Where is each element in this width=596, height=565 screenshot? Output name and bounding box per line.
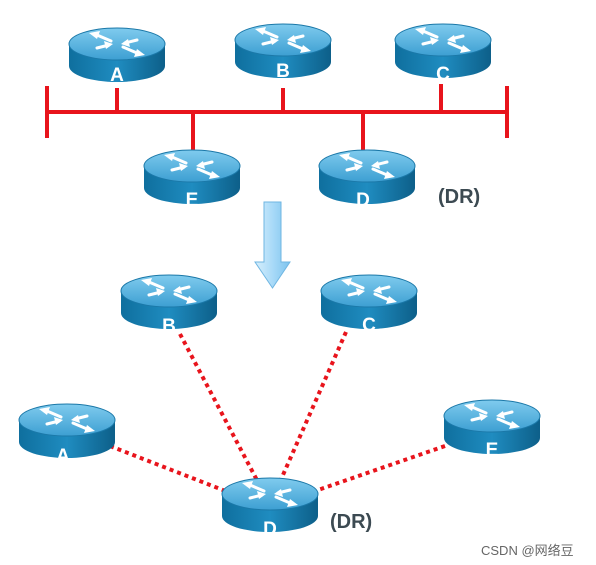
down-arrow-icon xyxy=(254,201,291,289)
router-label: B xyxy=(276,61,290,82)
dr-label-top: (DR) xyxy=(438,186,480,208)
router-bottom-c: C xyxy=(319,273,419,336)
router-top-d: D xyxy=(317,148,417,211)
router-top-e: E xyxy=(142,148,242,211)
router-top-c: C xyxy=(393,22,493,85)
adjacency-link-a-d xyxy=(109,444,229,494)
adjacency-link-c-d xyxy=(277,331,348,485)
adjacency-link-b-d xyxy=(178,333,261,485)
router-bottom-d: D xyxy=(220,476,320,540)
router-top-a: A xyxy=(67,26,167,86)
router-label: A xyxy=(56,446,70,467)
router-label: C xyxy=(436,64,450,85)
router-label: D xyxy=(263,519,277,540)
watermark: CSDN @网络豆 xyxy=(481,543,574,558)
broadcast-segment xyxy=(45,84,509,152)
dr-label-bottom: (DR) xyxy=(330,511,372,533)
adjacency-link-e-d xyxy=(317,444,446,492)
router-label: E xyxy=(486,440,499,461)
router-label: B xyxy=(162,316,176,337)
adjacency-links xyxy=(109,331,446,494)
router-bottom-a: A xyxy=(17,402,117,467)
router-label: E xyxy=(186,190,199,211)
router-bottom-e: E xyxy=(442,398,542,461)
router-label: C xyxy=(362,315,376,336)
router-label: A xyxy=(110,65,124,86)
router-bottom-b: B xyxy=(119,273,219,337)
router-label: D xyxy=(356,190,370,211)
router-top-b: B xyxy=(233,22,333,82)
